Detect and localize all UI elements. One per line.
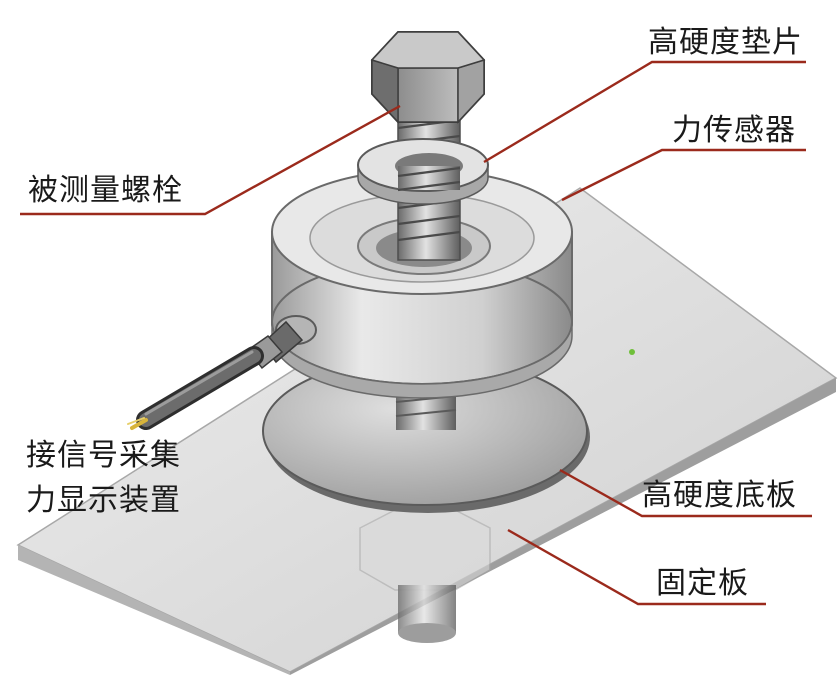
leader-fixed-plate (507, 528, 766, 606)
label-washer: 高硬度垫片 (648, 25, 803, 60)
label-signal-line1: 接信号采集 (26, 438, 181, 473)
hardened-washer (357, 138, 489, 205)
base-disk (262, 356, 590, 513)
labels: 高硬度垫片 力传感器 被测量螺栓 接信号采集 力显示装置 高硬度底板 固定板 (26, 25, 803, 601)
leader-base-plate (559, 468, 812, 518)
label-signal-line2: 力显示装置 (26, 483, 181, 518)
label-bolt: 被测量螺栓 (28, 173, 183, 208)
label-sensor: 力传感器 (672, 113, 796, 148)
bolt-tip-under-plate (359, 509, 491, 643)
leader-bolt (20, 104, 401, 216)
leader-sensor (561, 148, 806, 202)
label-fixed-plate: 固定板 (656, 566, 749, 601)
hex-bolt-head (370, 31, 486, 124)
leader-washer (483, 60, 806, 164)
label-base-plate: 高硬度底板 (642, 478, 797, 513)
leader-lines (20, 60, 812, 606)
signal-cable (127, 346, 264, 430)
